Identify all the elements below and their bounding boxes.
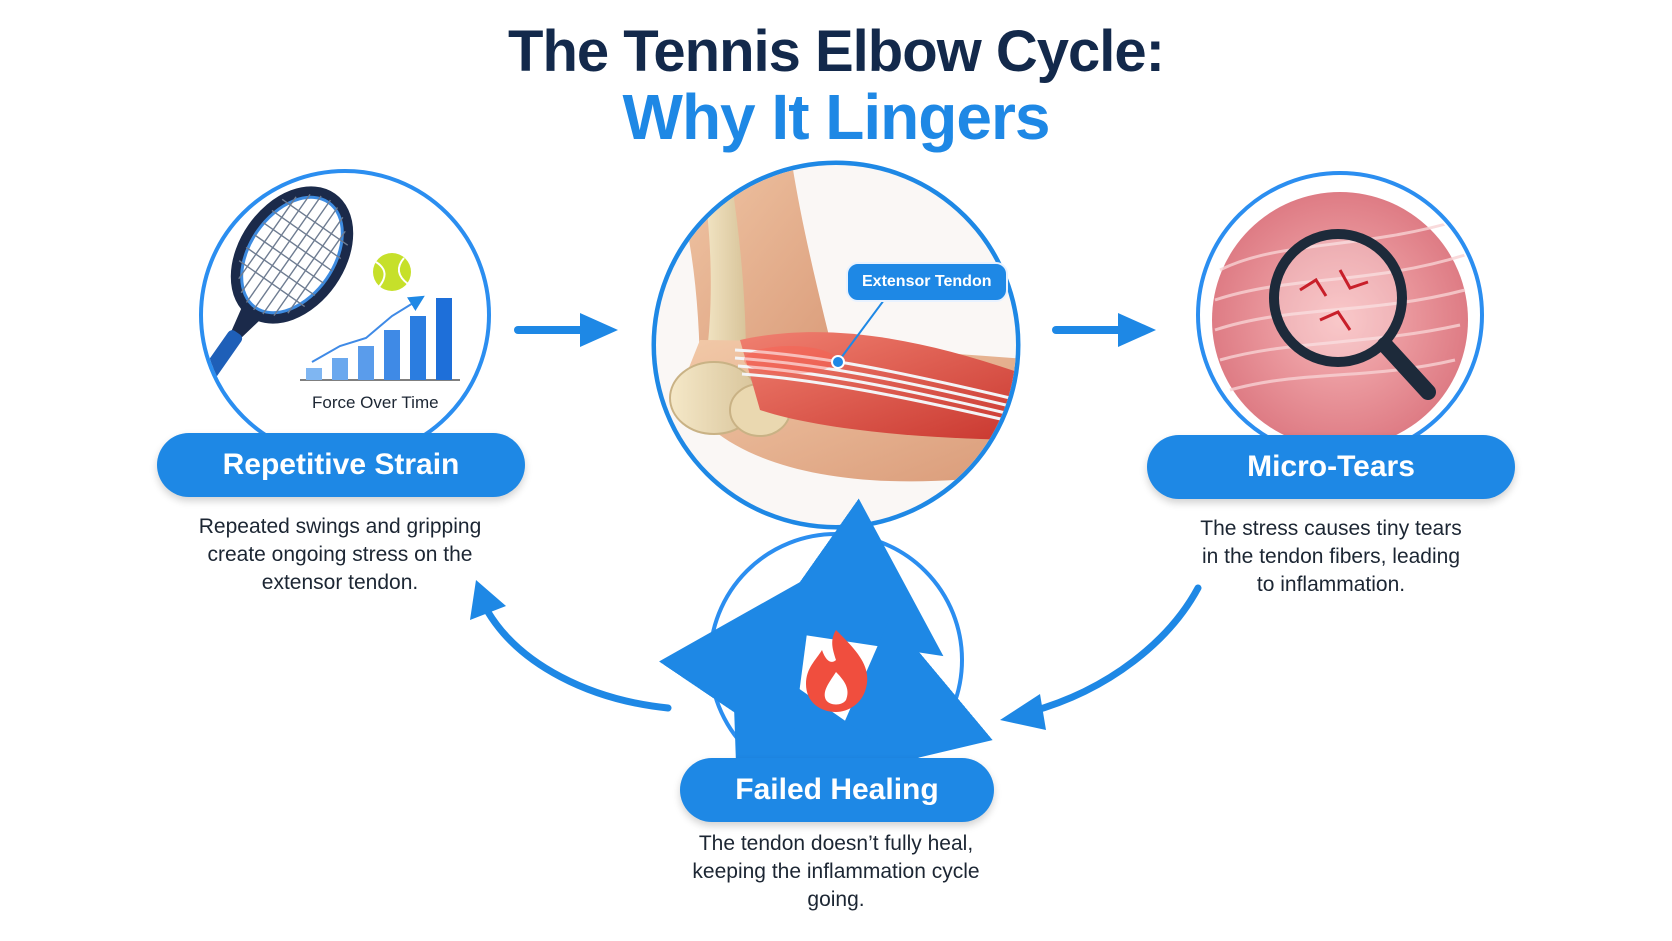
stage-label-repetitive-strain: Repetitive Strain (157, 433, 525, 497)
magnifying-glass-icon (1269, 229, 1436, 400)
tennis-racket-icon (203, 186, 354, 386)
strain-description-line: create ongoing stress on the (207, 543, 473, 566)
micro-tears-illustration (1196, 171, 1484, 459)
strain-illustration (199, 169, 491, 461)
arrow-strain-to-tendon (514, 313, 618, 347)
tears-description-line: in the tendon fibers, leading (1201, 545, 1461, 568)
arrow-tendon-to-tears (1052, 313, 1156, 347)
tears-description-line: to inflammation. (1256, 573, 1406, 596)
healing-description-line: going. (807, 888, 865, 911)
elbow-anatomy-illustration (651, 160, 1021, 530)
stage-label-failed-healing: Failed Healing (680, 758, 994, 822)
strain-description: Repeated swings and gripping create ongo… (142, 513, 538, 597)
strain-description-line: Repeated swings and gripping (198, 515, 482, 538)
flame-icon (806, 630, 868, 712)
tears-description-line: The stress causes tiny tears (1200, 517, 1462, 540)
healing-description-line: The tendon doesn’t fully heal, (698, 832, 974, 855)
bar-chart-icon (300, 295, 460, 381)
arrow-healing-to-strain (470, 580, 672, 712)
healing-description-line: keeping the inflammation cycle (692, 860, 980, 883)
cycle-connectors (470, 313, 1202, 730)
healing-description: The tendon doesn’t fully heal, keeping t… (636, 830, 1036, 914)
stage-label-micro-tears: Micro-Tears (1147, 435, 1515, 499)
tears-description: The stress causes tiny tears in the tend… (1130, 515, 1532, 599)
title-line-1: The Tennis Elbow Cycle: (508, 19, 1165, 84)
failed-healing-illustration (658, 498, 993, 821)
extensor-tendon-tag: Extensor Tendon (846, 262, 1008, 302)
chart-caption: Force Over Time (312, 393, 439, 412)
title-line-2: Why It Lingers (622, 81, 1051, 153)
arrow-tears-to-healing (1000, 584, 1202, 730)
tennis-ball-icon (373, 253, 411, 291)
cycle-arrows-icon (658, 498, 993, 821)
extensor-tendon (734, 348, 1011, 422)
strain-description-line: extensor tendon. (261, 571, 419, 594)
